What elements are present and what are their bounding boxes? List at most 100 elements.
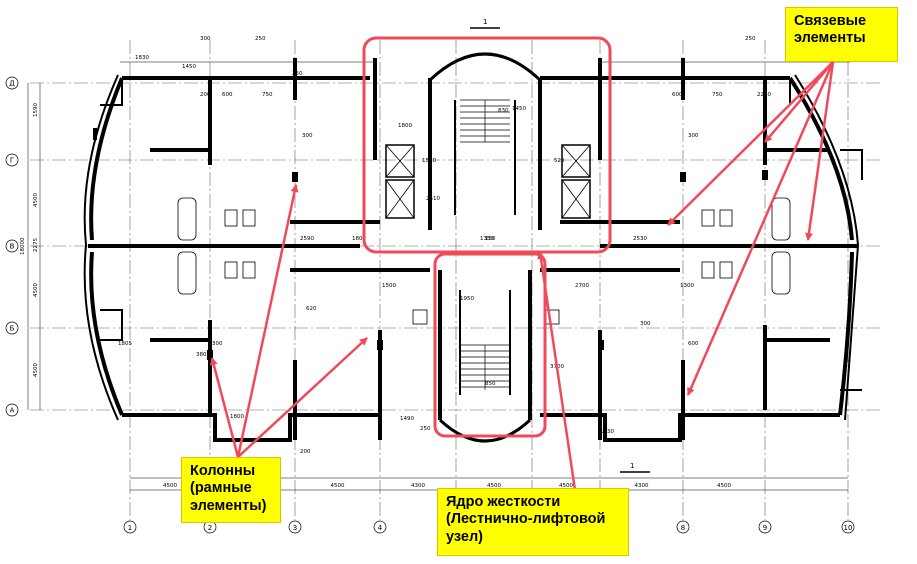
wall-dim-label: 150 xyxy=(485,236,496,242)
wall-dim-label: 300 xyxy=(688,133,699,139)
wall-dim-label: 1430 xyxy=(600,429,614,435)
bottom-dim-label: 4500 xyxy=(717,483,731,489)
interior-walls xyxy=(150,58,830,440)
bottom-dim-label: 4300 xyxy=(635,483,649,489)
column-axis-8: 8 xyxy=(676,520,690,534)
column-axis-label: 1 xyxy=(128,524,132,532)
left-dimension-labels: 1590 4500 2275 4500 4500 xyxy=(33,103,39,377)
row-axis-1: Г xyxy=(5,153,19,167)
section-mark-top: 1 xyxy=(470,18,500,29)
column-axis-3: 3 xyxy=(288,520,302,534)
left-dim-label: 2275 xyxy=(33,238,39,252)
wall-dim-label: 600 xyxy=(222,92,233,98)
column-axis-4: 4 xyxy=(373,520,387,534)
wall-dim-label: 300 xyxy=(640,321,651,327)
column-axis-10: 10 xyxy=(841,520,855,534)
wall-dim-label: 300 xyxy=(212,341,223,347)
wall-dim-label: 250 xyxy=(420,426,431,432)
row-axis-label: Д xyxy=(9,80,15,88)
wall-dim-label: 2250 xyxy=(757,92,771,98)
arrow-tie-3 xyxy=(686,61,835,396)
highlight-frames xyxy=(362,36,612,438)
left-total-dimension: 18000 xyxy=(20,237,26,255)
wall-dim-label: 620 xyxy=(306,306,317,312)
core-structure xyxy=(385,52,591,443)
core-highlight-lower xyxy=(433,252,547,438)
wall-dim-label: 1300 xyxy=(680,283,694,289)
callout-tie-elements: Связевые элементы xyxy=(785,7,898,62)
wall-dim-label: 250 xyxy=(745,36,756,42)
section-label-bottom: 1 xyxy=(630,462,634,470)
wall-dim-label: 830 xyxy=(498,108,509,114)
stair-treads xyxy=(460,99,510,390)
wall-dim-label: 200 xyxy=(300,449,311,455)
wall-dim-label: 1450 xyxy=(512,106,526,112)
column-axis-9: 9 xyxy=(758,520,772,534)
wall-dim-label: 1350 xyxy=(480,236,494,242)
arrow-tie-1 xyxy=(764,61,834,143)
wall-dimension-labels: 1830 300 250 1450 250 200 600 750 300 1800 1510 251… xyxy=(118,36,771,455)
columns-marks xyxy=(207,170,768,360)
wall-dim-label: 1490 xyxy=(400,416,414,422)
row-axis-label: Б xyxy=(10,325,15,333)
wall-dim-label: 2510 xyxy=(426,196,440,202)
row-axis-4: А xyxy=(5,403,19,417)
wall-dim-label: 600 xyxy=(672,92,683,98)
column-axis-label: 10 xyxy=(844,524,853,532)
left-dim-label: 4500 xyxy=(33,193,39,207)
wall-dim-label: 1800 xyxy=(352,236,366,242)
column-axis-1: 1 xyxy=(123,520,137,534)
wall-dim-label: 1800 xyxy=(398,123,412,129)
wall-dim-label: 2530 xyxy=(633,236,647,242)
column-axis-label: 2 xyxy=(208,524,212,532)
wall-dim-label: 750 xyxy=(712,92,723,98)
row-axis-2: В xyxy=(5,239,19,253)
wall-dim-label: 1830 xyxy=(135,55,149,61)
wall-dim-label: 300 xyxy=(200,36,211,42)
arrow-column-3 xyxy=(237,337,368,458)
row-axis-0: Д xyxy=(5,76,19,90)
section-mark-bottom: 1 xyxy=(620,462,650,473)
row-axis-3: Б xyxy=(5,321,19,335)
wall-dim-label: 750 xyxy=(262,92,273,98)
left-dim-label: 1590 xyxy=(33,103,39,117)
arrow-core xyxy=(537,251,577,491)
row-axis-label: Г xyxy=(10,157,14,165)
wall-dim-label: 250 xyxy=(292,71,303,77)
outer-walls xyxy=(89,76,854,442)
section-label-top: 1 xyxy=(483,18,487,26)
wall-dim-label: 1500 xyxy=(382,283,396,289)
bottom-dim-label: 4500 xyxy=(559,483,573,489)
wall-dim-label: 200 xyxy=(200,92,211,98)
arrow-column-1 xyxy=(209,357,240,458)
arrow-column-2 xyxy=(236,184,299,458)
bottom-dim-label: 4300 xyxy=(411,483,425,489)
left-dim-label: 4500 xyxy=(33,363,39,377)
bottom-dim-label: 4500 xyxy=(163,483,177,489)
column-axis-label: 3 xyxy=(293,524,297,532)
column-axis-label: 9 xyxy=(763,524,767,532)
row-axis-bubbles: Д Г В Б А xyxy=(5,76,19,417)
wall-dim-label: 1510 xyxy=(422,158,436,164)
bottom-dim-label: 4500 xyxy=(331,483,345,489)
column-axis-label: 8 xyxy=(681,524,685,532)
core-highlight-upper xyxy=(362,36,612,254)
wall-dim-label: 850 xyxy=(485,381,496,387)
arrow-tie-4 xyxy=(667,61,834,226)
left-dim-label: 4500 xyxy=(33,283,39,297)
callout-arrows xyxy=(209,61,835,491)
wall-dim-label: 1805 xyxy=(118,341,132,347)
column-axis-label: 4 xyxy=(378,524,383,532)
row-axis-label: В xyxy=(10,243,15,251)
arrow-tie-2 xyxy=(805,61,835,241)
wall-dim-label: 1950 xyxy=(460,296,474,302)
wall-dim-label: 380 xyxy=(196,352,207,358)
row-axis-label: А xyxy=(10,407,15,415)
wall-dim-label: 520 xyxy=(554,158,565,164)
wall-dim-label: 600 xyxy=(688,341,699,347)
wall-dim-label: 2590 xyxy=(300,236,314,242)
wall-dim-label: 1450 xyxy=(182,64,196,70)
callout-stiffness-core: Ядро жесткости (Лестнично-лифтовой узел) xyxy=(437,488,629,556)
